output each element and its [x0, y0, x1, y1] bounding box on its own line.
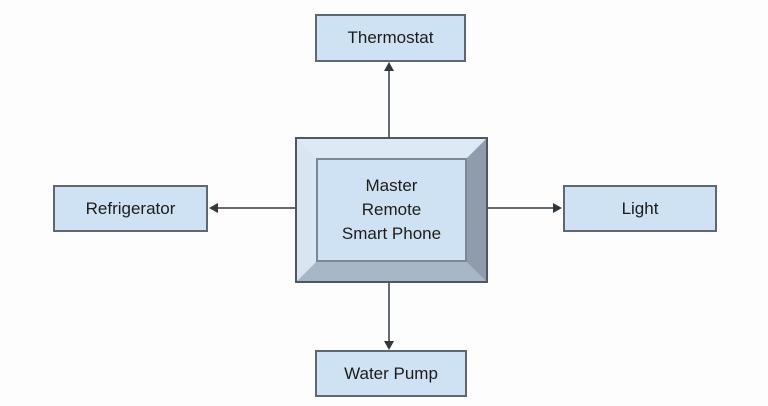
arrowhead-up-icon	[384, 62, 394, 71]
node-refrigerator-label: Refrigerator	[85, 198, 176, 218]
arrowhead-down-icon	[384, 341, 394, 350]
node-thermostat: Thermostat	[315, 14, 466, 62]
connector-master-water-pump	[388, 283, 390, 341]
node-refrigerator: Refrigerator	[53, 185, 208, 232]
node-light-label: Light	[621, 198, 659, 218]
node-master-remote: Master Remote Smart Phone	[295, 137, 488, 283]
node-light: Light	[563, 185, 717, 232]
arrowhead-left-icon	[209, 203, 218, 213]
connector-master-refrigerator	[218, 207, 295, 209]
connector-master-light	[488, 207, 553, 209]
node-water-pump: Water Pump	[315, 350, 467, 397]
connector-master-thermostat	[388, 71, 390, 137]
node-master-remote-label: Master Remote Smart Phone	[316, 158, 467, 262]
master-bevel-frame: Master Remote Smart Phone	[297, 139, 486, 281]
node-thermostat-label: Thermostat	[347, 28, 434, 47]
arrowhead-right-icon	[553, 203, 562, 213]
node-water-pump-label: Water Pump	[344, 363, 438, 383]
